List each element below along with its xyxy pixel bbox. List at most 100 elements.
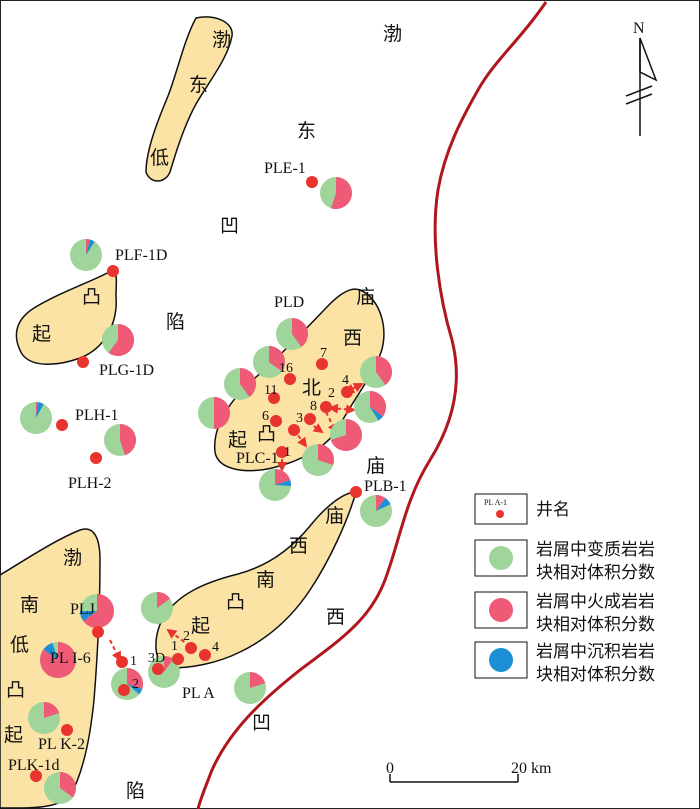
scale-end: 20 km bbox=[511, 760, 552, 777]
pie-sedimentary-10 bbox=[370, 407, 383, 421]
label-miao-2: 庙 bbox=[366, 455, 385, 477]
uplift-bodong bbox=[145, 16, 233, 182]
label-ao-top: 凹 bbox=[220, 216, 239, 237]
well-label-PLC-1: PLC-1 bbox=[236, 450, 279, 467]
well-num-1b: 1 bbox=[171, 639, 178, 654]
scale-zero: 0 bbox=[386, 760, 394, 777]
well-dot-16 bbox=[118, 684, 130, 696]
pie-sedimentary-17 bbox=[43, 642, 58, 660]
pie-igneous-0 bbox=[331, 177, 352, 210]
pie-igneous-8 bbox=[214, 397, 230, 429]
label-qi-1: 起 bbox=[228, 429, 247, 451]
well-dot-10 bbox=[304, 413, 316, 425]
label-qi-2: 起 bbox=[191, 615, 210, 637]
label-tu-2: 凸 bbox=[226, 592, 245, 613]
well-dot-11 bbox=[270, 415, 282, 427]
well-dot-19 bbox=[30, 770, 42, 782]
well-num-1a: 1 bbox=[284, 445, 291, 460]
well-dot-0 bbox=[306, 176, 318, 188]
pie-igneous-10 bbox=[370, 391, 386, 417]
legend-meta-1: 岩屑中变质岩岩 bbox=[536, 540, 655, 559]
label-bo-sw: 渤 bbox=[63, 547, 82, 569]
well-dot-13 bbox=[276, 446, 288, 458]
label-xi-1: 西 bbox=[343, 328, 362, 349]
label-tu-1: 凸 bbox=[257, 424, 276, 445]
well-dot-5 bbox=[316, 358, 328, 370]
well-num-3D: 3D bbox=[148, 651, 165, 666]
pie-igneous-17 bbox=[39, 642, 76, 678]
label-ao-2: 凹 bbox=[252, 713, 271, 734]
well-num-2a: 2 bbox=[328, 386, 335, 401]
legend-sed-1: 岩屑中沉积岩岩 bbox=[536, 642, 655, 661]
pie-igneous-14 bbox=[376, 495, 386, 511]
uplift-west bbox=[15, 269, 118, 365]
well-dot-3 bbox=[56, 419, 68, 431]
well-dot-23 bbox=[199, 649, 211, 661]
well-dot-18 bbox=[61, 724, 73, 736]
pie-igneous-5 bbox=[292, 318, 308, 347]
label-bo-top: 渤 bbox=[383, 23, 402, 45]
well-num-3a: 3 bbox=[296, 411, 303, 426]
label-miao-3: 庙 bbox=[325, 505, 344, 527]
well-label-PLH-1: PLH-1 bbox=[75, 407, 119, 424]
pie-igneous-1 bbox=[86, 239, 90, 255]
well-num-2c: 2 bbox=[132, 677, 139, 692]
label-xi-2: 西 bbox=[289, 536, 308, 557]
pie-igneous-20 bbox=[164, 656, 174, 672]
well-label-PLK-1d: PLK-1d bbox=[8, 757, 60, 774]
well-dot-20 bbox=[185, 642, 197, 654]
pie-charts bbox=[20, 177, 393, 804]
pie-igneous-7 bbox=[240, 368, 257, 397]
pie-igneous-18 bbox=[44, 702, 60, 718]
well-num-7: 7 bbox=[320, 346, 327, 361]
legend-meta-2: 块相对体积分数 bbox=[536, 563, 655, 582]
pie-igneous-15 bbox=[157, 592, 170, 608]
label-nan-2: 南 bbox=[256, 569, 275, 591]
well-num-2b: 2 bbox=[183, 629, 190, 644]
well-dot-6 bbox=[284, 373, 296, 385]
well-label-PLJ: PLJ bbox=[70, 601, 95, 618]
pie-igneous-19 bbox=[127, 668, 143, 689]
label-qi-west: 起 bbox=[32, 323, 51, 345]
label-miao-1: 庙 bbox=[356, 286, 375, 308]
pie-igneous-16 bbox=[83, 594, 114, 628]
uplift-miaoxinan bbox=[155, 491, 357, 669]
label-xian-top: 陷 bbox=[166, 311, 185, 333]
pie-igneous-11 bbox=[330, 419, 362, 451]
well-dot-21 bbox=[172, 653, 184, 665]
pie-sedimentary-3 bbox=[36, 402, 44, 418]
well-label-PLI-6: PL I-6 bbox=[50, 650, 91, 667]
well-dot-2 bbox=[77, 356, 89, 368]
label-dong-top: 东 bbox=[297, 120, 316, 142]
well-num-11: 11 bbox=[264, 383, 277, 398]
pie-igneous-21 bbox=[250, 672, 266, 688]
pie-sedimentary-19 bbox=[127, 684, 143, 695]
well-dot-22 bbox=[152, 663, 164, 675]
legend-well-sample: PL A-1 bbox=[484, 498, 507, 507]
well-dot-8 bbox=[341, 386, 353, 398]
label-nan-sw: 南 bbox=[20, 594, 39, 616]
fault-line bbox=[196, 1, 548, 809]
legend-sed-2: 块相对体积分数 bbox=[536, 665, 655, 684]
well-num-8: 8 bbox=[310, 399, 317, 414]
well-dot-15 bbox=[116, 656, 128, 668]
well-num-6: 6 bbox=[262, 409, 269, 424]
well-label-PLB-1: PLB-1 bbox=[364, 478, 407, 495]
well-label-PLE-1: PLE-1 bbox=[264, 160, 306, 177]
north-arrow: N bbox=[625, 20, 658, 136]
well-label-PLG-1D: PLG-1D bbox=[99, 362, 154, 379]
well-num-1c: 1 bbox=[130, 654, 137, 669]
well-label-PLH-2: PLH-2 bbox=[68, 475, 112, 492]
scale-bar: 0 20 km bbox=[386, 760, 552, 783]
pie-sedimentary-1 bbox=[86, 239, 95, 255]
label-xian-2: 陷 bbox=[126, 780, 145, 802]
pie-igneous-6 bbox=[269, 346, 285, 372]
label-dong-uplift: 东 bbox=[189, 74, 208, 96]
pie-igneous-2 bbox=[108, 324, 134, 356]
label-qi-sw: 起 bbox=[4, 724, 23, 746]
well-dot-7 bbox=[268, 392, 280, 404]
pie-igneous-4 bbox=[120, 424, 137, 456]
legend-ign-1: 岩屑中火成岩岩 bbox=[536, 592, 655, 611]
well-points bbox=[30, 176, 362, 782]
